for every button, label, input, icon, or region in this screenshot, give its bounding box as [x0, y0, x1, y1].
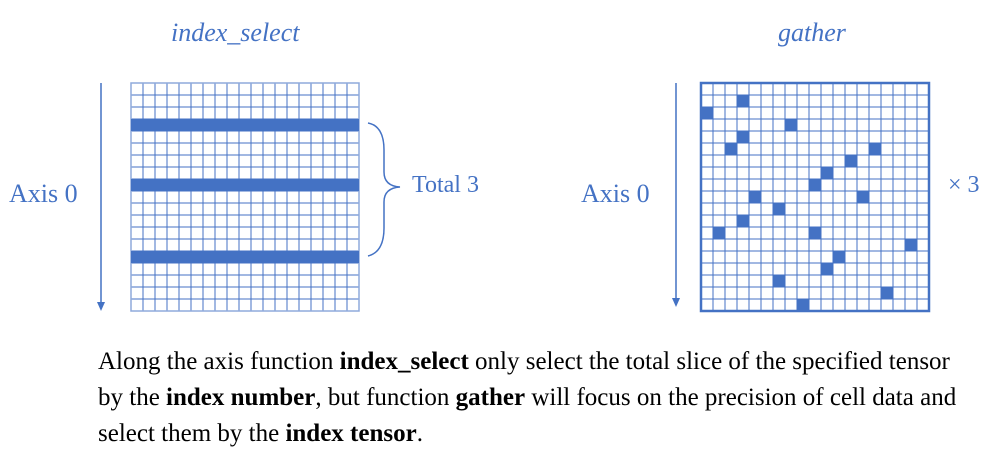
selected-cell: [737, 95, 749, 107]
selected-cell: [737, 131, 749, 143]
selected-cell: [749, 191, 761, 203]
selected-cell: [905, 239, 917, 251]
left-axis-label: Axis 0: [9, 179, 78, 208]
caption-part-4: will focus on the precision of cell data…: [98, 384, 957, 447]
selected-cell: [869, 143, 881, 155]
caption-bold-index-select: index_select: [339, 348, 469, 375]
curly-brace: [367, 122, 401, 257]
selected-cell: [833, 251, 845, 263]
caption-part-5: .: [416, 420, 423, 447]
total-label: Total 3: [412, 172, 479, 198]
selected-cell: [713, 227, 725, 239]
gather-title: gather: [778, 18, 846, 47]
caption-part-1: Along the axis function: [98, 348, 340, 375]
selected-row: [131, 251, 359, 263]
gather-grid: [699, 81, 931, 313]
caption-bold-index-tensor: index tensor: [285, 420, 417, 447]
caption-part-2: only select the total slice of the speci…: [98, 348, 950, 411]
left-axis-arrow: [97, 83, 105, 311]
selected-cell: [725, 143, 737, 155]
diagram-canvas: [97, 81, 931, 313]
index-select-grid: [130, 82, 360, 312]
selected-row: [131, 119, 359, 131]
multiplier-label: × 3: [948, 172, 980, 198]
caption-part-3: , but function: [315, 384, 456, 411]
selected-cell: [773, 203, 785, 215]
selected-cell: [821, 263, 833, 275]
selected-cell: [845, 155, 857, 167]
grid-border: [130, 82, 360, 312]
caption-bold-gather: gather: [455, 384, 526, 411]
right-axis-label: Axis 0: [581, 179, 650, 208]
selected-cell: [809, 179, 821, 191]
selected-row: [131, 179, 359, 191]
selected-cell: [785, 119, 797, 131]
selected-cell: [809, 227, 821, 239]
grid-border: [699, 81, 931, 313]
selected-cell: [701, 107, 713, 119]
selected-cell: [773, 275, 785, 287]
selected-cell: [737, 215, 749, 227]
selected-cell: [797, 299, 809, 311]
selected-cell: [881, 287, 893, 299]
index-select-title: index_select: [171, 18, 300, 47]
caption-text: Along the axis function index_select onl…: [98, 344, 978, 452]
selected-cell: [857, 191, 869, 203]
caption-bold-index-number: index number: [166, 384, 316, 411]
right-axis-arrow: [672, 83, 680, 307]
selected-cell: [821, 167, 833, 179]
